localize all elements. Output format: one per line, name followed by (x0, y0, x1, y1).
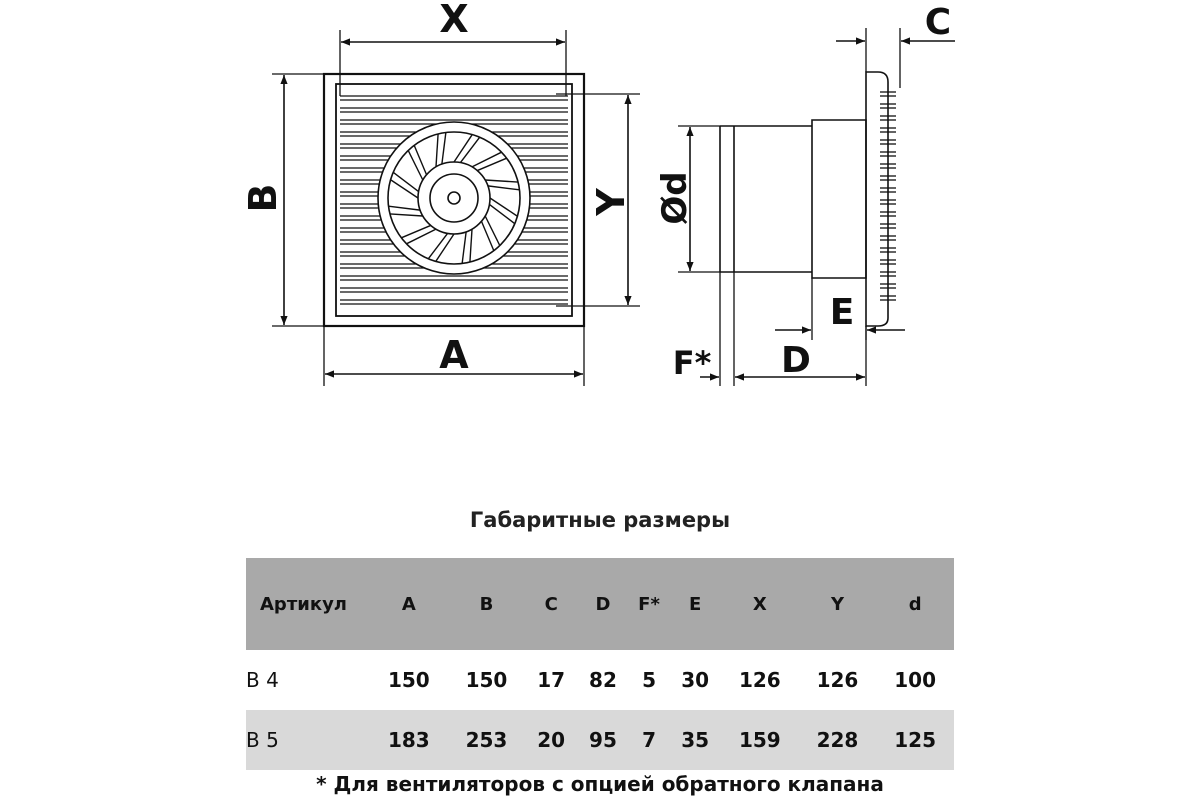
cell-value: 126 (816, 668, 859, 692)
front-grill-frame (335, 83, 573, 317)
cell-article: B 5 (246, 710, 370, 770)
label-b: B (241, 184, 285, 213)
cell-value: 17 (537, 668, 566, 692)
cell-value: 159 (721, 710, 799, 770)
cell-value: 5 (642, 668, 656, 692)
impeller-blade (469, 229, 473, 263)
label-d-diameter: Ød (655, 171, 695, 224)
impeller-blade (489, 197, 518, 217)
side-louvers (880, 91, 896, 301)
header-b: B (447, 558, 526, 650)
impeller-blade (453, 134, 473, 163)
impeller-blades (388, 132, 520, 264)
front-view (272, 30, 640, 386)
impeller-blade (427, 232, 449, 260)
impeller-blade (484, 215, 501, 246)
impeller-blade (477, 157, 507, 172)
cell-article: B 4 (246, 668, 279, 692)
impeller-blade (459, 136, 481, 164)
cell-value: 82 (589, 668, 617, 692)
header-f: F* (628, 558, 670, 650)
header-e: E (669, 558, 722, 650)
table-row: B 5 183 253 20 95 7 35 159 228 125 (246, 710, 954, 770)
impeller-blade (441, 132, 447, 165)
impeller (377, 121, 531, 275)
impeller-blade (388, 205, 421, 211)
side-front-panel (865, 71, 889, 327)
cell-value: 7 (628, 710, 670, 770)
header-a: A (370, 558, 448, 650)
impeller-blade (392, 171, 420, 193)
impeller-blade (461, 231, 467, 264)
impeller-blade (435, 233, 455, 262)
label-a: A (439, 333, 469, 377)
label-y: Y (589, 188, 633, 217)
impeller-blade (471, 151, 502, 168)
table-row: B 4 150 150 17 82 5 30 126 126 100 (246, 650, 954, 710)
header-d-diameter: d (876, 558, 954, 650)
cell-value: 95 (577, 710, 629, 770)
header-d: D (577, 558, 629, 650)
table-header-row: Артикул A B C D F* E X Y d (246, 558, 954, 650)
header-x: X (721, 558, 799, 650)
header-c: C (525, 558, 578, 650)
side-view (678, 28, 955, 386)
impeller-blade (389, 213, 423, 217)
header-article: Артикул (246, 558, 370, 650)
dimensions-table: Артикул A B C D F* E X Y d B 4 150 150 1… (246, 558, 954, 770)
cell-value: 35 (669, 710, 722, 770)
header-y: Y (798, 558, 877, 650)
impeller-blade (488, 203, 516, 225)
cell-value: 183 (370, 710, 448, 770)
fan-dimension-drawing: X A B Y Ød C E D F* (241, 0, 955, 386)
cell-value: 150 (465, 668, 508, 692)
footnote: * Для вентиляторов с опцией обратного кл… (316, 772, 884, 796)
cell-value: 30 (681, 668, 710, 692)
label-e: E (830, 292, 855, 333)
cell-value: 100 (894, 668, 937, 692)
impeller-blade (407, 150, 424, 181)
label-c: C (925, 2, 951, 43)
cell-value: 150 (387, 668, 430, 692)
table-title: Габаритные размеры (469, 508, 731, 532)
impeller-blade (485, 179, 519, 183)
impeller-blade (390, 179, 419, 199)
impeller-blade (487, 185, 520, 191)
cell-value: 125 (876, 710, 954, 770)
front-outer-frame (322, 72, 586, 328)
impeller-blade (480, 221, 495, 251)
cell-value: 126 (738, 668, 781, 692)
impeller-blade (435, 133, 439, 167)
label-x: X (439, 0, 468, 41)
cell-value: 228 (798, 710, 877, 770)
impeller-blade (406, 228, 437, 245)
impeller-blade (413, 145, 428, 175)
cell-value: 253 (447, 710, 526, 770)
label-d: D (781, 340, 811, 381)
label-f: F* (673, 344, 712, 382)
impeller-blade (401, 224, 431, 239)
cell-value: 20 (525, 710, 578, 770)
